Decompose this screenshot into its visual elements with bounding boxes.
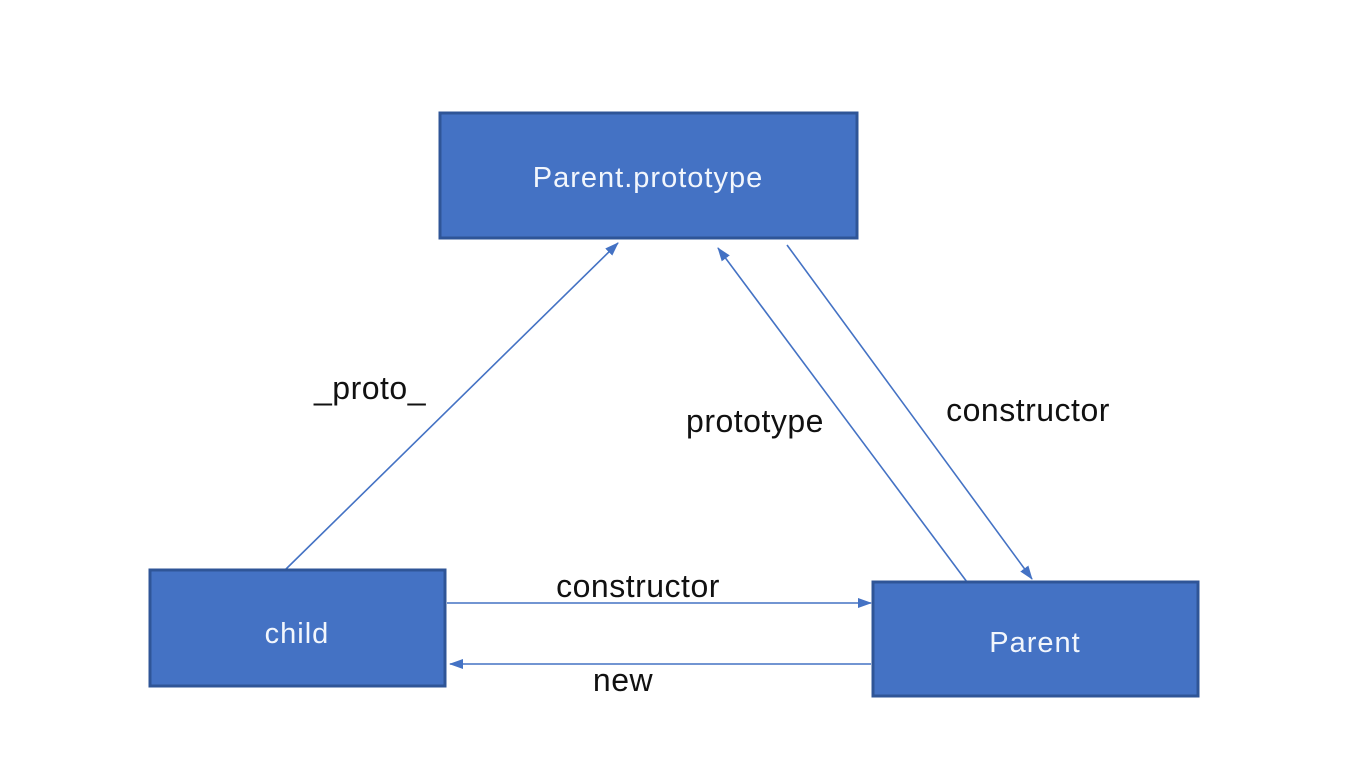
node-parent-prototype-box bbox=[438, 111, 859, 240]
node-parent-prototype: Parent.prototype bbox=[438, 111, 859, 240]
node-parent: Parent bbox=[871, 580, 1200, 698]
edge-label-constructor-diagonal: constructor bbox=[946, 392, 1110, 428]
edge-prototype-arrow bbox=[717, 247, 968, 583]
edge-proto-arrow bbox=[284, 242, 619, 571]
node-parent-prototype-label: Parent.prototype bbox=[533, 162, 763, 194]
node-parent-label: Parent bbox=[989, 627, 1080, 659]
node-child: child bbox=[148, 568, 447, 688]
node-child-label: child bbox=[265, 618, 330, 650]
edges bbox=[284, 242, 1033, 669]
edge-label-proto: _proto_ bbox=[313, 370, 427, 406]
edge-constructor-diagonal-arrow bbox=[786, 244, 1033, 580]
node-parent-box bbox=[871, 580, 1200, 698]
edge-labels: _proto_ prototype constructor constructo… bbox=[313, 370, 1110, 698]
edge-label-constructor-horizontal: constructor bbox=[556, 568, 720, 604]
edge-label-prototype: prototype bbox=[686, 403, 824, 439]
edge-label-new: new bbox=[593, 662, 654, 698]
node-child-box bbox=[148, 568, 447, 688]
